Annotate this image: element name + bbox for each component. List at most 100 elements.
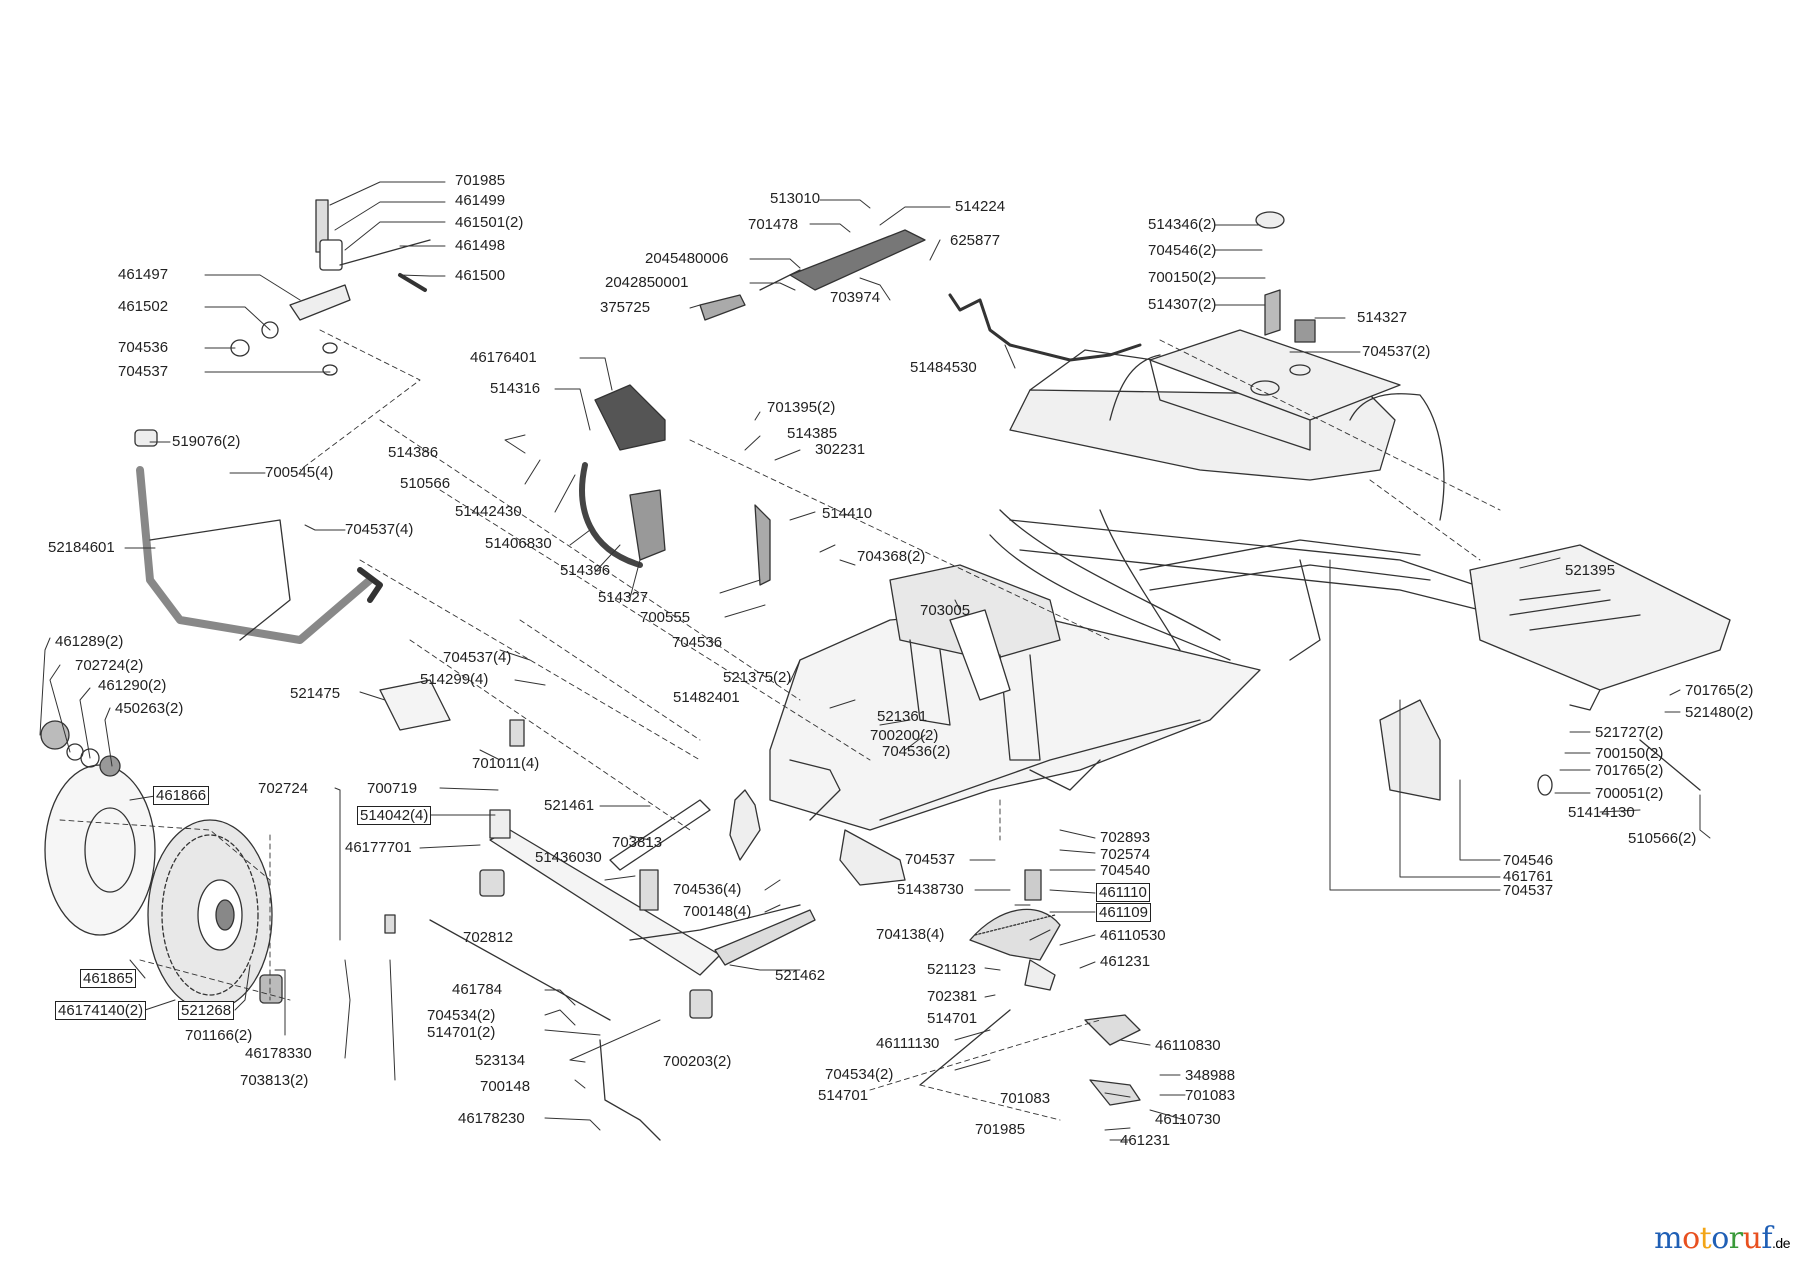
part-label: 514224	[955, 198, 1006, 215]
part-label: 704537(4)	[443, 649, 512, 666]
part-label: 704540	[1100, 862, 1151, 879]
part-label: 51414130	[1568, 804, 1635, 821]
part-label: 51442430	[455, 503, 522, 520]
part-label: 514701	[818, 1087, 869, 1104]
part-label: 701395(2)	[767, 399, 836, 416]
watermark-letter: m	[1654, 1221, 1683, 1256]
part-label: 46174140(2)	[55, 1001, 147, 1020]
part-label: 514327	[1357, 309, 1408, 326]
part-label: 514327	[598, 589, 649, 606]
part-label: 46111130	[876, 1035, 940, 1052]
dash-bracket	[889, 564, 1061, 761]
part-label: 461497	[118, 266, 169, 283]
part-label: 461231	[1100, 953, 1151, 970]
part-label: 521475	[290, 685, 341, 702]
tank-top	[1149, 329, 1401, 451]
brake-lever	[699, 229, 1142, 362]
wheels	[44, 764, 283, 1011]
part-label: 521361	[877, 708, 928, 725]
leader-lines	[39, 181, 1711, 1141]
part-label: 510566	[400, 475, 451, 492]
watermark-letter: f	[1761, 1221, 1773, 1256]
bearings	[40, 720, 121, 777]
part-label: 704536	[672, 634, 723, 651]
main-frame	[989, 349, 1491, 661]
part-label: 461498	[455, 237, 506, 254]
part-label: 704537	[1503, 882, 1554, 899]
part-label: 461289(2)	[55, 633, 124, 650]
front-bumper	[134, 429, 383, 644]
front-axle	[479, 799, 816, 1019]
part-label: 461110	[1096, 883, 1150, 902]
part-label: 46178230	[458, 1110, 525, 1127]
part-label: 514307(2)	[1148, 296, 1217, 313]
part-label: 514316	[490, 380, 541, 397]
part-label: 348988	[1185, 1067, 1236, 1084]
part-label: 704536	[118, 339, 169, 356]
part-label: 510566(2)	[1628, 830, 1697, 847]
watermark-letter: u	[1742, 1221, 1762, 1256]
part-label: 51438730	[897, 881, 964, 898]
part-label: 302231	[815, 441, 866, 458]
part-label: 701765(2)	[1685, 682, 1754, 699]
part-label: 703005	[920, 602, 971, 619]
part-label: 2042850001	[605, 274, 689, 291]
part-label: 700555	[640, 609, 691, 626]
part-label: 700148(4)	[683, 903, 752, 920]
part-label: 701765(2)	[1595, 762, 1664, 779]
pedal-assembly	[579, 384, 771, 586]
part-label: 704534(2)	[825, 1066, 894, 1083]
guide-lines	[59, 329, 1501, 1121]
part-label: 704546(2)	[1148, 242, 1217, 259]
part-label: 46110530	[1100, 927, 1166, 944]
seat-plate	[1469, 544, 1731, 711]
part-label: 521462	[775, 967, 826, 984]
part-label: 702812	[463, 929, 514, 946]
part-label: 375725	[600, 299, 651, 316]
base-plate	[729, 609, 1261, 886]
part-label: 704537(4)	[345, 521, 414, 538]
part-label: 513010	[770, 190, 821, 207]
watermark-logo: motoruf.de	[1654, 1221, 1790, 1256]
part-label: 625877	[950, 232, 1001, 249]
part-label: 701985	[455, 172, 506, 189]
part-label: 51482401	[673, 689, 740, 706]
part-label: 461109	[1096, 903, 1151, 922]
part-label: 701011(4)	[472, 755, 540, 772]
part-label: 519076(2)	[172, 433, 241, 450]
part-label: 700719	[367, 780, 418, 797]
part-label: 700200(2)	[870, 727, 939, 744]
part-label: 704536(4)	[673, 881, 742, 898]
part-label: 521123	[927, 961, 976, 978]
part-label: 46110730	[1155, 1111, 1221, 1128]
part-label: 704534(2)	[427, 1007, 496, 1024]
part-label: 461502	[118, 298, 169, 315]
part-label: 51406830	[485, 535, 552, 552]
part-label: 702893	[1100, 829, 1151, 846]
part-label: 521268	[178, 1001, 235, 1020]
part-label: 700148	[480, 1078, 531, 1095]
part-label: 702724	[258, 780, 309, 797]
part-label: 704368(2)	[857, 548, 926, 565]
part-label: 514701(2)	[427, 1024, 496, 1041]
part-label: 702574	[1100, 846, 1151, 863]
part-label: 514385	[787, 425, 838, 442]
part-label: 51436030	[535, 849, 602, 866]
part-label: 51484530	[910, 359, 977, 376]
part-label: 521395	[1565, 562, 1616, 579]
part-label: 46178330	[245, 1045, 312, 1062]
part-label: 704537	[118, 363, 169, 380]
part-label: 46177701	[345, 839, 412, 856]
part-label: 461761	[1503, 868, 1554, 885]
watermark-letter: o	[1711, 1221, 1729, 1256]
part-label: 2045480006	[645, 250, 729, 267]
watermark-letter: r	[1728, 1221, 1743, 1256]
part-label: 702724(2)	[75, 657, 144, 674]
part-label: 461501(2)	[455, 214, 524, 231]
part-label: 521480(2)	[1685, 704, 1754, 721]
part-label: 703813	[612, 834, 663, 851]
part-label: 461500	[455, 267, 506, 284]
part-label: 521727(2)	[1595, 724, 1664, 741]
part-label: 700150(2)	[1595, 745, 1664, 762]
